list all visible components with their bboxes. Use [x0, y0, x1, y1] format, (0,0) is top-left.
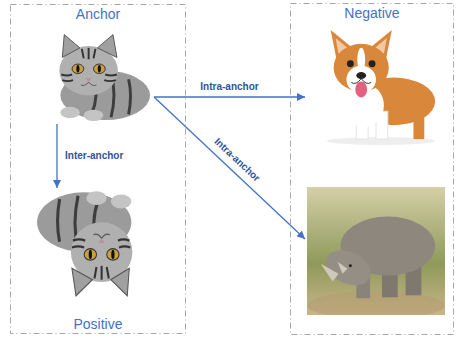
- flipped-cat-photo-part: [35, 190, 158, 305]
- flipped-cat-photo-part: [89, 250, 92, 259]
- panel-heading: Anchor: [10, 6, 186, 22]
- cat-photo-part: [97, 35, 117, 58]
- flipped-cat-photo-part: [101, 266, 103, 280]
- flipped-cat-photo: [35, 190, 158, 305]
- flipped-cat-photo-part: [111, 195, 132, 209]
- cat-photo-part: [62, 35, 80, 58]
- cat-photo-part: [129, 79, 131, 114]
- dog-photo-part: [355, 82, 367, 98]
- dashed-panel-border-part: [291, 4, 454, 335]
- dog-photo-part: [369, 60, 376, 67]
- arrow-connector: [56, 124, 57, 188]
- flipped-cat-photo-part: [84, 249, 96, 261]
- dashed-panel-border-part: [11, 5, 186, 334]
- rhino-photo-part: [320, 243, 376, 292]
- panel-footer: Positive: [10, 316, 186, 332]
- rhino-photo-part: [349, 264, 352, 267]
- rhino-photo: [307, 187, 445, 315]
- cat-photo-part: [86, 78, 92, 82]
- negative-panel: Negative: [290, 3, 454, 335]
- edge-label: Inter-anchor: [63, 150, 125, 162]
- cat-photo: [35, 27, 152, 122]
- rhino-photo-part: [307, 291, 445, 315]
- flipped-cat-photo-part: [86, 191, 107, 205]
- flipped-cat-photo-part: [99, 238, 105, 243]
- flipped-cat-photo-part: [107, 267, 109, 279]
- flipped-cat-photo-part: [119, 246, 130, 247]
- cat-photo: [35, 27, 152, 122]
- cat-photo-part: [60, 107, 80, 118]
- dashed-panel-border: [10, 4, 186, 334]
- flipped-cat-photo-part: [72, 246, 84, 247]
- rhino-photo-part: [356, 241, 365, 252]
- cat-photo-part: [88, 48, 90, 59]
- dog-photo: [307, 24, 445, 148]
- cat-photo-part: [72, 64, 84, 74]
- dog-photo-part: [307, 24, 445, 148]
- flipped-cat-photo-part: [93, 234, 109, 238]
- dog-photo-part: [307, 24, 445, 148]
- flipped-cat-photo-part: [72, 268, 93, 296]
- rhino-photo-part: [321, 264, 339, 282]
- cat-photo-part: [98, 65, 101, 73]
- arrow-connector: [154, 97, 305, 239]
- dog-photo-part: [347, 60, 354, 67]
- cat-photo-part: [84, 110, 104, 121]
- arrow-connector: [154, 96, 305, 97]
- cat-photo-part: [61, 74, 72, 77]
- rhino-photo: [307, 187, 445, 315]
- flipped-cat-photo-part: [94, 267, 96, 279]
- cat-photo-part: [35, 27, 152, 122]
- dog-photo-part: [357, 48, 365, 72]
- flipped-cat-photo-part: [111, 268, 129, 296]
- flipped-cat-photo: [35, 190, 158, 305]
- flipped-cat-photo-part: [107, 249, 119, 261]
- dashed-panel-border: [290, 3, 454, 335]
- cat-photo-part: [35, 27, 152, 122]
- edge-label: Intra-anchor: [198, 81, 260, 93]
- cat-photo-part: [105, 74, 117, 77]
- rhino-photo-part: [338, 262, 348, 274]
- cat-photo-part: [104, 79, 116, 82]
- cat-photo-part: [94, 64, 106, 74]
- cat-photo-part: [81, 82, 97, 85]
- anchor-panel: AnchorPositive: [10, 4, 186, 334]
- flipped-cat-photo-part: [118, 239, 129, 240]
- panel-heading: Negative: [290, 5, 454, 21]
- dog-photo-part: [356, 72, 366, 79]
- rhino-photo-part: [307, 187, 445, 315]
- flipped-cat-photo-part: [58, 199, 60, 242]
- edge-label: Intra-anchor: [210, 134, 264, 185]
- cat-photo-part: [94, 49, 96, 59]
- dog-photo: [307, 24, 445, 148]
- cat-photo-part: [82, 49, 84, 59]
- flipped-cat-photo-part: [111, 250, 114, 259]
- cat-photo-part: [62, 79, 73, 82]
- cat-photo-part: [76, 65, 79, 73]
- flipped-cat-photo-part: [73, 239, 85, 240]
- dog-photo-part: [413, 113, 424, 139]
- flipped-cat-photo-part: [35, 190, 158, 305]
